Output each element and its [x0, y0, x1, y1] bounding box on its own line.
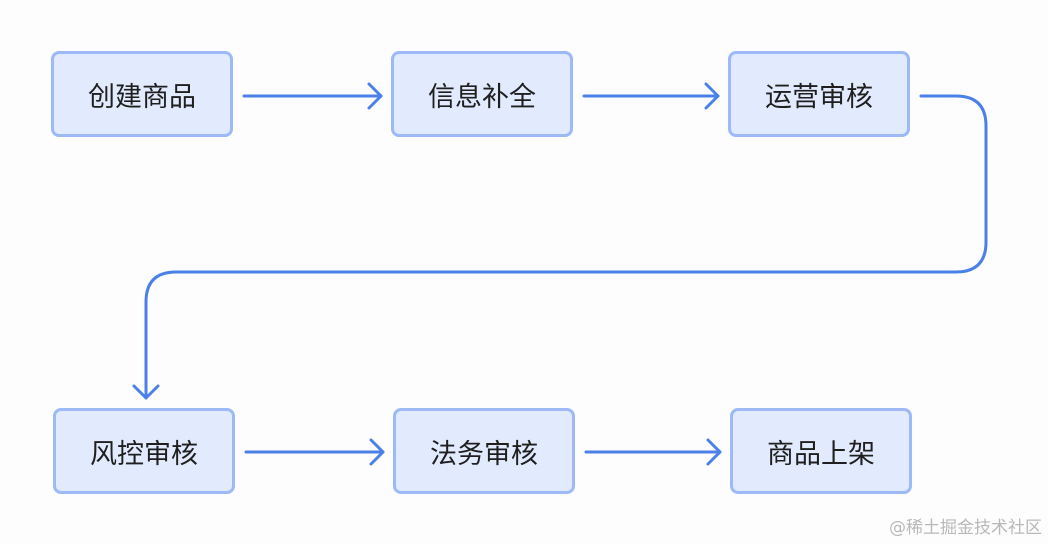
- node-create-product: 创建商品: [51, 51, 233, 137]
- node-legal-review: 法务审核: [393, 408, 575, 494]
- arrow-n3-n4: [144, 94, 988, 400]
- node-risk-review: 风控审核: [53, 408, 235, 494]
- arrowhead-n3-n4: [132, 384, 160, 400]
- node-label: 风控审核: [90, 438, 198, 470]
- arrowhead-n5-n6: [706, 438, 722, 466]
- arrowhead-n1-n2: [367, 82, 383, 110]
- node-label: 信息补全: [428, 81, 536, 113]
- node-label: 创建商品: [88, 81, 196, 113]
- node-product-listing: 商品上架: [730, 408, 912, 494]
- arrowhead-n4-n5: [369, 438, 385, 466]
- watermark: @稀土掘金技术社区: [889, 518, 1042, 538]
- node-complete-info: 信息补全: [391, 51, 573, 137]
- node-label: 运营审核: [765, 81, 873, 113]
- node-label: 法务审核: [430, 438, 538, 470]
- node-operations-review: 运营审核: [728, 51, 910, 137]
- node-label: 商品上架: [767, 438, 875, 470]
- arrowhead-n2-n3: [704, 82, 720, 110]
